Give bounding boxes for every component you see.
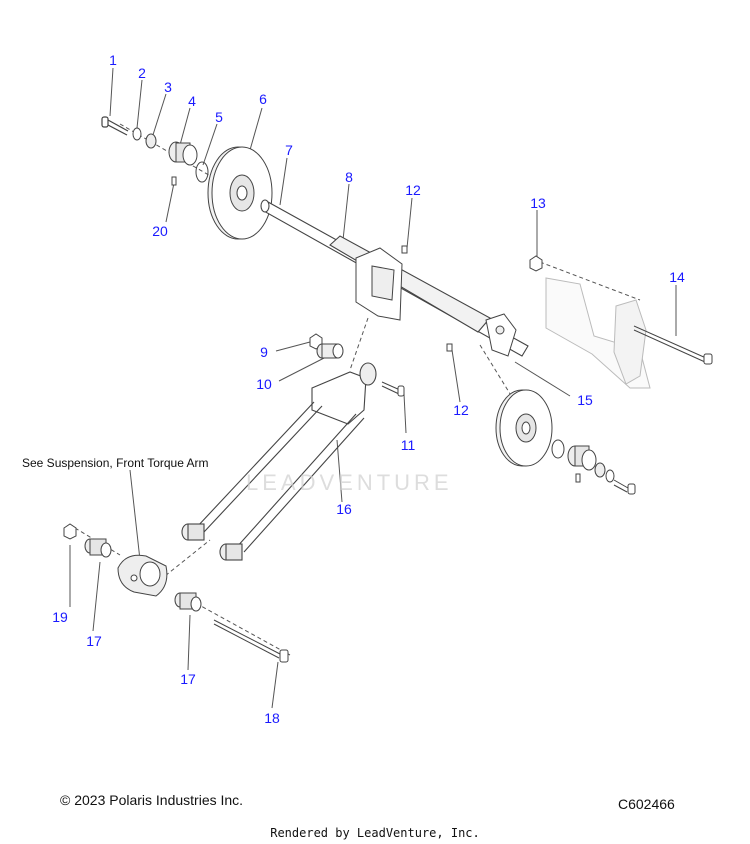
callout-6[interactable]: 6	[259, 91, 267, 107]
callout-3[interactable]: 3	[164, 79, 172, 95]
reference-note[interactable]: See Suspension, Front Torque Arm	[22, 456, 209, 470]
callout-8[interactable]: 8	[345, 169, 353, 185]
callout-11[interactable]: 11	[400, 437, 416, 453]
rendered-by-text: Rendered by LeadVenture, Inc.	[270, 826, 480, 840]
callout-10[interactable]: 10	[256, 376, 272, 392]
callout-17-left[interactable]: 17	[86, 633, 102, 649]
callout-9[interactable]: 9	[260, 344, 268, 360]
callout-18[interactable]: 18	[264, 710, 280, 726]
callout-16[interactable]: 16	[336, 501, 352, 517]
watermark-text: LEADVENTURE	[246, 470, 453, 495]
callout-7[interactable]: 7	[285, 142, 293, 158]
callout-12-upper[interactable]: 12	[405, 182, 421, 198]
callout-15[interactable]: 15	[577, 392, 593, 408]
callout-14[interactable]: 14	[669, 269, 685, 285]
callout-13[interactable]: 13	[530, 195, 546, 211]
callout-19[interactable]: 19	[52, 609, 68, 625]
diagram-code: C602466	[618, 796, 675, 812]
callout-2[interactable]: 2	[138, 65, 146, 81]
callout-12-lower[interactable]: 12	[453, 402, 469, 418]
callout-5[interactable]: 5	[215, 109, 223, 125]
copyright-text: © 2023 Polaris Industries Inc.	[60, 792, 244, 808]
callout-17-right[interactable]: 17	[180, 671, 196, 687]
callout-20[interactable]: 20	[152, 223, 168, 239]
callout-4[interactable]: 4	[188, 93, 196, 109]
callout-1[interactable]: 1	[109, 52, 117, 68]
